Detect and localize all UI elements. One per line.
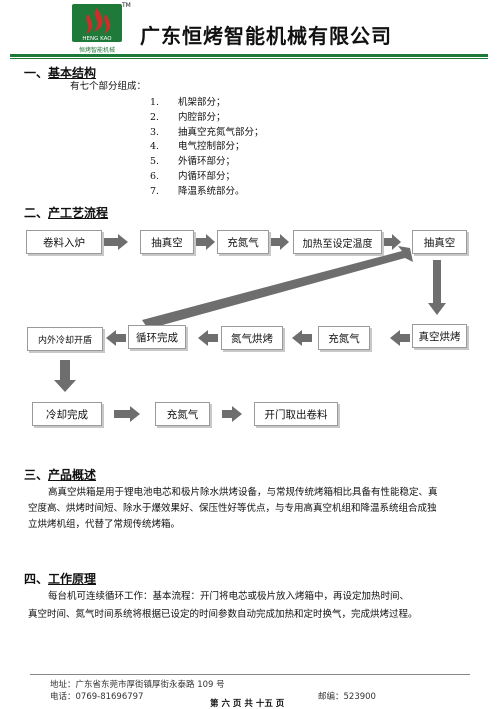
structure-list: 1.机架部分； 2.内腔部分； 3.抽真空充氮气部分； 4.电气控制部分； 5.…: [150, 96, 264, 200]
flow-step-vacuum-1: 抽真空: [140, 230, 194, 254]
section1-title: 基本结构: [48, 66, 97, 80]
arrow-s9-s10: [106, 330, 126, 346]
footer-rule: [30, 674, 470, 675]
list-item: 1.机架部分；: [150, 97, 226, 108]
section1-number: 一、: [24, 66, 49, 80]
arrow-s12-s13: [222, 406, 242, 422]
trademark-mark: TM: [122, 2, 131, 9]
arrow-s10-s11: [54, 360, 76, 392]
section1-heading: 一、基本结构: [24, 64, 96, 81]
arrow-s3-s4: [270, 234, 289, 250]
header-rule-thin: [10, 58, 488, 59]
section4-line: 每台机可连续循环工作：基本流程：开门将电芯或极片放入烤箱中，再设定加热时间、: [48, 591, 410, 602]
flow-step-cool-open: 内外冷却开盾: [27, 327, 103, 351]
arrow-s4-s5: [384, 234, 401, 250]
list-item: 6.内循环部分；: [150, 170, 236, 182]
footer-postcode: 邮编：523900: [318, 692, 376, 702]
header-rule: [10, 54, 488, 57]
list-item: 3.抽真空充氮气部分；: [150, 126, 264, 138]
flow-step-load: 卷料入炉: [26, 230, 102, 254]
section3-line: 高真空烘箱是用于锂电池电芯和极片除水烘烤设备，与常规传统烤箱相比具备有性能稳定、…: [48, 487, 438, 498]
section3-heading: 三、产品概述: [24, 466, 96, 483]
arrow-s1-s2: [104, 234, 128, 250]
list-item: 5.外循环部分；: [150, 156, 236, 168]
footer-phone: 电话：0769-81696797: [50, 692, 144, 702]
section3-number: 三、: [24, 468, 49, 482]
section4-title: 工作原理: [48, 572, 97, 586]
company-logo: HENG KAO 恒烤智能机械: [64, 4, 130, 56]
flow-step-cool-done: 冷却完成: [32, 402, 102, 426]
page-number: 第 六 页 共 十五 页: [210, 699, 285, 709]
logo-wordmark: HENG KAO: [82, 36, 112, 42]
flow-step-nitrogen-2: 充氮气: [318, 326, 370, 350]
flow-step-vacuum-2: 抽真空: [412, 230, 467, 254]
flow-step-unload: 开门取出卷料: [254, 402, 338, 426]
flow-step-nitrogen-1: 充氮气: [217, 230, 269, 254]
section4-heading: 四、工作原理: [24, 570, 96, 587]
section3-title: 产品概述: [48, 468, 97, 482]
arrow-s2-s3: [196, 234, 215, 250]
section2-heading: 二、产工艺流程: [24, 204, 108, 221]
list-item: 7.降温系统部分。: [150, 185, 245, 197]
arrow-s9-s5: [142, 246, 413, 329]
section4-line: 真空时间、氮气时间系统将根据已设定的时间参数自动完成加热和定时换气，完成烘烤过程…: [28, 609, 418, 620]
arrow-s6-s7: [390, 330, 410, 346]
section1-intro: 有七个部分组成：: [70, 81, 147, 92]
list-item: 4.电气控制部分；: [150, 141, 245, 153]
arrow-s5-s6: [428, 260, 446, 315]
flow-step-nitrogen-3: 充氮气: [155, 402, 210, 426]
logo-subtitle: 恒烤智能机械: [79, 46, 115, 54]
section3-line: 立烘烤机组，代替了常规传统烤箱。: [28, 519, 181, 530]
company-name: 广东恒烤智能机械有限公司: [140, 24, 392, 48]
footer-address: 地址：广东省东莞市厚街镇厚街永泰路 109 号: [50, 680, 225, 690]
arrow-s8-s9: [198, 330, 218, 346]
flow-step-heat: 加热至设定温度: [293, 230, 382, 254]
flow-step-nitrogen-bake: 氮气烘烤: [221, 326, 283, 350]
section4-number: 四、: [24, 572, 49, 586]
section2-title: 产工艺流程: [48, 206, 109, 220]
flow-step-vacuum-bake: 真空烘烤: [412, 324, 467, 348]
section2-number: 二、: [24, 206, 49, 220]
flow-step-cycle-done: 循环完成: [128, 325, 186, 349]
arrow-s7-s8: [292, 330, 312, 346]
section3-line: 空度高、烘烤时间短、除水于爆效果好、保压性好等优点，与专用高真空机组和降温系统组…: [28, 503, 437, 514]
arrow-s11-s12: [114, 406, 140, 422]
list-item: 2.内腔部分；: [150, 111, 226, 123]
